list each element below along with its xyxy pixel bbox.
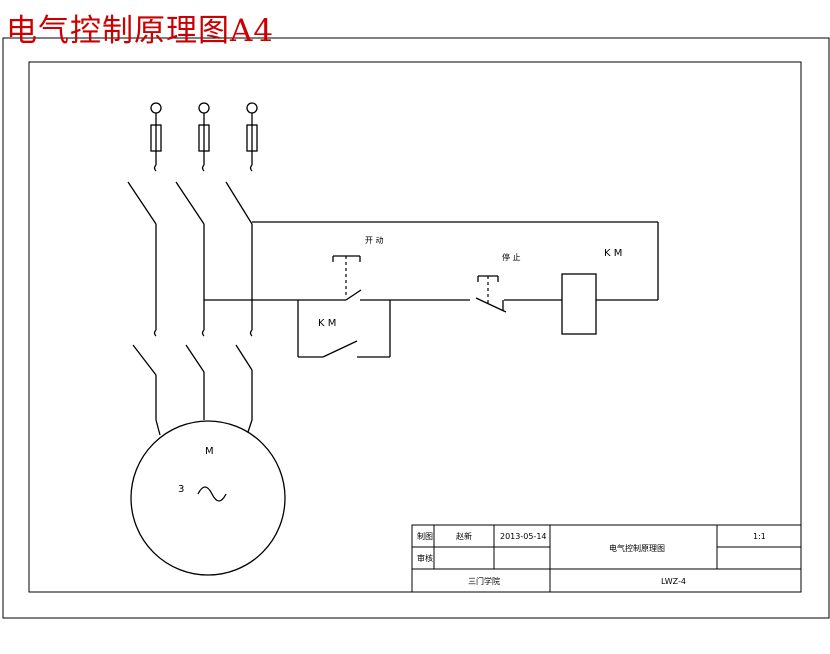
main-switch bbox=[127, 181, 253, 337]
fuse-l3 bbox=[246, 124, 258, 152]
tb-unit: 三门学院 bbox=[468, 576, 500, 586]
contactor-coil: K M bbox=[561, 248, 622, 335]
motor-phase-label: 3 bbox=[178, 484, 184, 495]
fuse-l2 bbox=[198, 124, 210, 152]
tb-drawing-name: 电气控制原理图 bbox=[609, 543, 665, 553]
motor-circle bbox=[130, 420, 286, 576]
inner-frame bbox=[28, 61, 802, 593]
outer-frame bbox=[2, 37, 830, 619]
tb-drawing-number: LWZ-4 bbox=[661, 577, 686, 586]
terminal-l3 bbox=[246, 102, 258, 114]
tb-role-label-1: 制图 bbox=[417, 531, 433, 541]
coil-label: K M bbox=[604, 248, 622, 259]
power-terminals bbox=[150, 102, 258, 172]
motor: M 3 bbox=[130, 420, 286, 576]
stop-button-symbol: 停 止 bbox=[475, 252, 521, 313]
tb-name-1: 赵新 bbox=[456, 531, 472, 541]
ac-symbol-icon bbox=[197, 486, 227, 502]
tb-role-label-2: 审核 bbox=[417, 553, 433, 563]
terminal-l2 bbox=[198, 102, 210, 114]
holding-contact: K M bbox=[297, 300, 391, 358]
start-button-label: 开 动 bbox=[365, 235, 384, 245]
control-circuit bbox=[204, 221, 659, 301]
page-title: 电气控制原理图A4 bbox=[6, 13, 275, 49]
terminal-l1 bbox=[150, 102, 162, 114]
stop-button-label: 停 止 bbox=[502, 252, 521, 262]
start-button-symbol: 开 动 bbox=[332, 235, 384, 298]
tb-date: 2013-05-14 bbox=[500, 532, 547, 541]
main-contactor-contacts bbox=[132, 344, 253, 436]
tb-scale: 1:1 bbox=[753, 532, 766, 541]
fuse-l1 bbox=[150, 124, 162, 152]
holding-contact-label: K M bbox=[318, 318, 336, 329]
coil-box bbox=[561, 273, 597, 335]
title-block: 制图 赵新 2013-05-14 电气控制原理图 1:1 审核 三门学院 LWZ… bbox=[411, 524, 802, 593]
motor-label: M bbox=[205, 446, 214, 457]
